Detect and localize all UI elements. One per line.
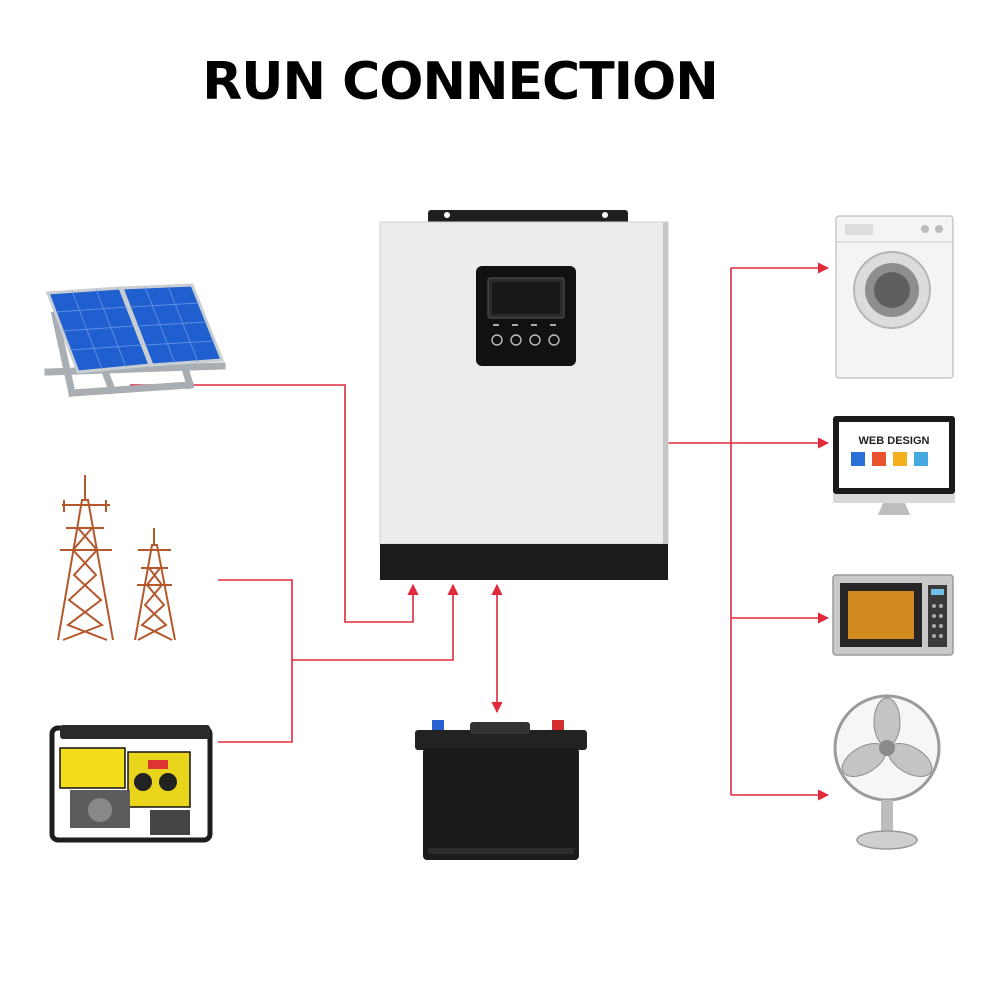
solar-panel-icon	[44, 283, 226, 398]
page-title: RUN CONNECTION	[202, 52, 719, 112]
microwave-icon	[832, 574, 954, 656]
inverter-icon	[379, 210, 669, 580]
wire-grid	[218, 579, 293, 743]
inverter-button-2	[510, 334, 522, 346]
battery-icon	[415, 720, 587, 860]
monitor-screen-text: WEB DESIGN	[859, 435, 930, 447]
fan-icon	[833, 694, 941, 850]
inverter-button-4	[548, 334, 560, 346]
power-tower-icon	[57, 475, 176, 641]
inverter-base	[380, 544, 668, 580]
wires	[130, 262, 830, 801]
wire-solar-to-inverter	[130, 384, 419, 623]
wire-sources-to-inverter	[292, 583, 459, 661]
inverter-button-1	[491, 334, 503, 346]
generator-icon	[49, 725, 213, 843]
inverter-button-3	[529, 334, 541, 346]
washing-machine-icon	[835, 215, 954, 379]
monitor-icon: WEB DESIGN	[833, 416, 955, 515]
